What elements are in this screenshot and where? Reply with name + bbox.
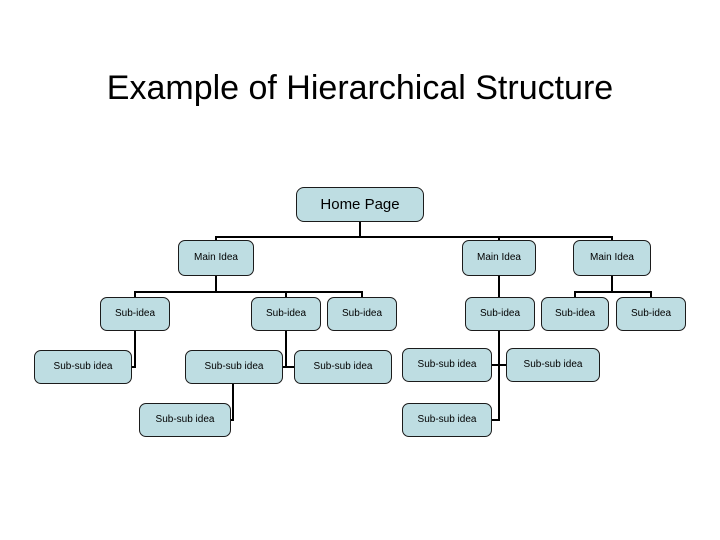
connector-main1-to-sub1 xyxy=(134,291,136,299)
node-main-idea-3[interactable]: Main Idea xyxy=(573,240,651,276)
connector-home-stub xyxy=(359,222,361,238)
connector-home-bus xyxy=(215,236,612,238)
node-sub-sub-idea-7[interactable]: Sub-sub idea xyxy=(402,403,492,437)
node-sub-idea-4[interactable]: Sub-idea xyxy=(465,297,535,331)
connector-home-to-main1 xyxy=(215,236,217,242)
node-home-page[interactable]: Home Page xyxy=(296,187,424,222)
connector-sub4-elbow-right xyxy=(498,364,508,366)
node-sub-idea-6[interactable]: Sub-idea xyxy=(616,297,686,331)
connector-home-to-main3 xyxy=(611,236,613,242)
connector-sub1-elbow xyxy=(130,366,136,368)
connector-main1-to-sub3 xyxy=(361,291,363,299)
connector-main1-bus xyxy=(134,291,362,293)
node-sub-sub-idea-1[interactable]: Sub-sub idea xyxy=(34,350,132,384)
connector-subsub2-elbow xyxy=(228,419,234,421)
connector-sub4-spine xyxy=(498,331,500,420)
connector-subsub2-drop xyxy=(232,384,234,420)
node-sub-sub-idea-4[interactable]: Sub-sub idea xyxy=(402,348,492,382)
node-sub-idea-2[interactable]: Sub-idea xyxy=(251,297,321,331)
connector-sub4-elbow-left xyxy=(490,364,500,366)
connector-sub4-elbow-bottom xyxy=(490,419,500,421)
connector-main2-to-sub4 xyxy=(498,276,500,299)
node-sub-sub-idea-2[interactable]: Sub-sub idea xyxy=(185,350,283,384)
node-sub-sub-idea-6[interactable]: Sub-sub idea xyxy=(139,403,231,437)
connector-main1-stub xyxy=(215,276,217,293)
connector-main3-to-sub6 xyxy=(650,291,652,299)
node-sub-sub-idea-3[interactable]: Sub-sub idea xyxy=(294,350,392,384)
node-sub-idea-5[interactable]: Sub-idea xyxy=(541,297,609,331)
node-main-idea-2[interactable]: Main Idea xyxy=(462,240,536,276)
connector-sub2-elbow xyxy=(281,366,296,368)
node-sub-idea-1[interactable]: Sub-idea xyxy=(100,297,170,331)
connector-main1-to-sub2 xyxy=(285,291,287,299)
connector-sub2-drop xyxy=(285,331,287,367)
page-title: Example of Hierarchical Structure xyxy=(106,68,614,107)
connector-main3-bus xyxy=(574,291,652,293)
connector-main3-to-sub5 xyxy=(574,291,576,299)
connector-sub1-drop xyxy=(134,331,136,367)
connector-main3-stub xyxy=(611,276,613,293)
connector-home-to-main2 xyxy=(498,236,500,242)
node-sub-idea-3[interactable]: Sub-idea xyxy=(327,297,397,331)
node-sub-sub-idea-5[interactable]: Sub-sub idea xyxy=(506,348,600,382)
node-main-idea-1[interactable]: Main Idea xyxy=(178,240,254,276)
